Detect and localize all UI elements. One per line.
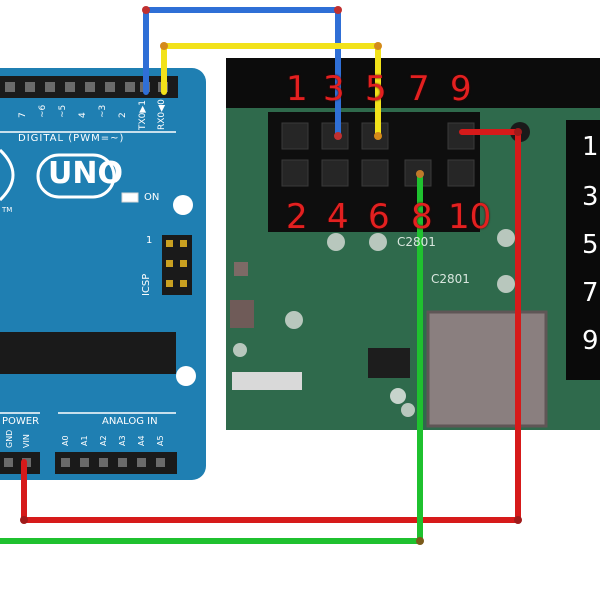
module-via	[497, 275, 515, 293]
module-pin-number: 5	[365, 69, 387, 109]
digital-pin-label: ~6	[38, 104, 48, 118]
wire-blue	[143, 7, 341, 139]
module-side-number: 1:	[582, 132, 600, 162]
analog-pin-label: A4	[137, 435, 146, 446]
module-pin-number: 7	[408, 69, 430, 109]
analog-pin-label: A5	[156, 435, 165, 446]
digital-pin-label: 2	[118, 112, 128, 118]
module-pin-number: 6	[368, 197, 390, 237]
module-component	[368, 348, 410, 378]
analog-in-label: ANALOG IN	[102, 416, 158, 427]
module-via	[233, 343, 247, 357]
module-via	[327, 233, 345, 251]
icsp-label: ICSP	[141, 273, 152, 296]
module-chip-label: C2801	[431, 272, 470, 286]
module-crystal-component	[426, 310, 548, 428]
module-top-strip	[226, 58, 600, 108]
module-via	[497, 229, 515, 247]
mounting-hole	[173, 195, 193, 215]
microcontroller-chip	[0, 332, 176, 374]
module-side-number: 3	[582, 182, 599, 212]
digital-pin-label: 7	[18, 112, 28, 118]
uno-logo-outline	[36, 153, 116, 199]
wire-endpoints	[20, 6, 522, 545]
module-via	[401, 403, 415, 417]
bottom-header-pins	[4, 458, 165, 467]
module-via	[390, 388, 406, 404]
module-side-number: 9	[582, 326, 599, 356]
digital-pin-label: TX0▶1	[138, 99, 148, 130]
module-component	[232, 372, 302, 390]
power-label: POWER	[2, 416, 40, 427]
analog-pin-label: A3	[118, 435, 127, 446]
digital-label: DIGITAL (PWM=~)	[18, 133, 125, 144]
analog-pin-label: A1	[80, 435, 89, 446]
module-via	[285, 311, 303, 329]
power-pin-label: VIN	[22, 434, 31, 448]
analog-pin-label: A0	[61, 435, 70, 446]
digital-pin-label: RX0◀0	[157, 99, 167, 130]
mounting-hole	[176, 366, 196, 386]
module-pin-number: 4	[327, 197, 349, 237]
icsp-pins	[166, 240, 187, 287]
power-header	[0, 452, 40, 474]
analog-pin-label: A2	[99, 435, 108, 446]
module-via	[369, 233, 387, 251]
module-pin-number: 9	[450, 69, 472, 109]
module-pin-number: 2	[286, 197, 308, 237]
trademark-label: TM	[2, 206, 13, 214]
digital-pin-label: 4	[78, 112, 88, 118]
analog-header	[55, 452, 177, 474]
module-pin-number: 8	[411, 197, 433, 237]
power-pin-label: GND	[5, 429, 14, 448]
digital-pin-label: ~3	[98, 104, 108, 118]
module-chip-label: C2801	[397, 235, 436, 249]
module-side-number: 5	[582, 230, 599, 260]
digital-pin-label: ~5	[58, 104, 68, 118]
module-pin-number: 1	[286, 69, 308, 109]
module-component	[234, 262, 248, 276]
on-led-icon	[121, 192, 139, 203]
module-side-number: 7	[582, 278, 599, 308]
module-pin-number: 3	[323, 69, 345, 109]
module-component	[230, 300, 254, 328]
icsp-pin-number: 1	[146, 235, 153, 246]
module-side-label-panel	[566, 120, 600, 380]
on-label: ON	[144, 192, 160, 203]
arduino-logo-icon	[0, 148, 15, 202]
uno-logo-text: UNO	[48, 156, 123, 191]
module-pin-number: 10	[448, 197, 492, 237]
wire-yellow	[161, 43, 381, 139]
